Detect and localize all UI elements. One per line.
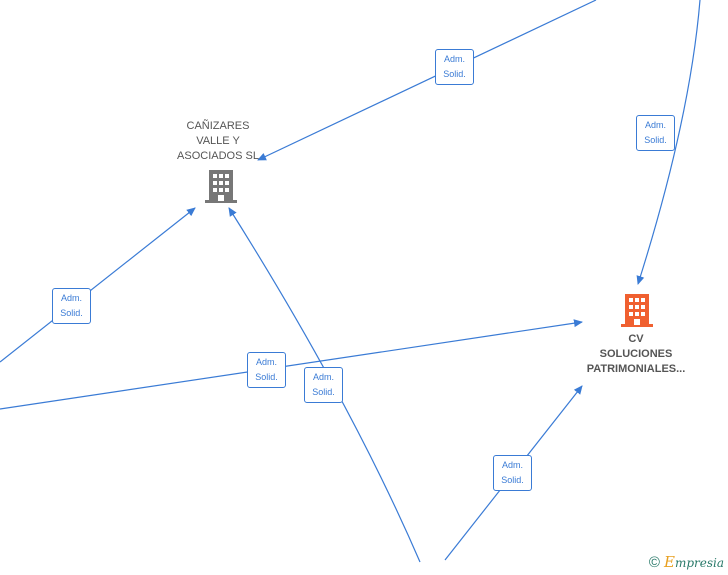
node-canizares[interactable]: CAÑIZARES VALLE Y ASOCIADOS SL: [168, 119, 268, 164]
edge-label-role: Adm.: [644, 120, 666, 130]
brand-logo: Empresia: [663, 553, 724, 571]
node-name-line: PATRIMONIALES...: [586, 363, 686, 375]
edge-label[interactable]: Adm. Solid.: [247, 352, 286, 388]
node-name-line: VALLE Y: [196, 135, 240, 147]
node-name-line: SOLUCIONES: [599, 348, 673, 360]
edge-label-role: Adm.: [443, 54, 465, 64]
node-cv[interactable]: CV SOLUCIONES PATRIMONIALES...: [576, 332, 696, 377]
building-icon[interactable]: [205, 170, 237, 203]
building-icon[interactable]: [621, 294, 653, 327]
edge-left-to-cv: [0, 319, 583, 410]
edge-label-type: Solid.: [644, 135, 667, 145]
edge-label[interactable]: Adm. Solid.: [636, 115, 675, 151]
brand-watermark: © Empresia: [649, 553, 724, 571]
edge-label[interactable]: Adm. Solid.: [435, 49, 474, 85]
node-name-line: CV: [628, 333, 644, 345]
copyright-icon: ©: [648, 553, 660, 571]
edge-top-to-cv: [636, 0, 701, 285]
edge-label[interactable]: Adm. Solid.: [304, 367, 343, 403]
edge-topright-to-canizares: [257, 0, 597, 161]
edge-label-type: Solid.: [312, 387, 335, 397]
edge-label[interactable]: Adm. Solid.: [493, 455, 532, 491]
edge-label-role: Adm.: [255, 357, 277, 367]
edge-label-role: Adm.: [312, 372, 334, 382]
edge-label-type: Solid.: [443, 69, 466, 79]
node-name-line: ASOCIADOS SL: [177, 150, 259, 162]
edge-label[interactable]: Adm. Solid.: [52, 288, 91, 324]
node-name-line: CAÑIZARES: [186, 120, 250, 132]
edge-label-role: Adm.: [60, 293, 82, 303]
edge-label-type: Solid.: [60, 308, 83, 318]
edge-label-type: Solid.: [255, 372, 278, 382]
edge-left-to-canizares: [0, 207, 196, 363]
edge-label-type: Solid.: [501, 475, 524, 485]
edge-label-role: Adm.: [501, 460, 523, 470]
